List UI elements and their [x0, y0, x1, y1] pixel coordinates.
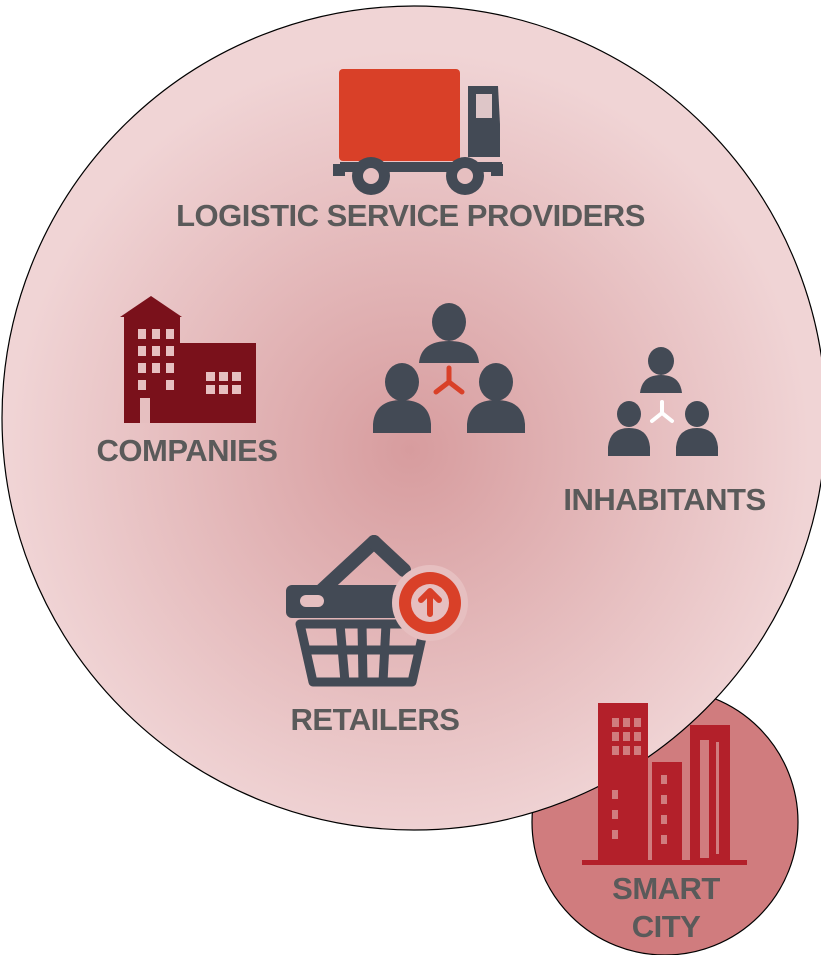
people-network-icon	[608, 347, 718, 456]
shopping-basket-icon	[286, 535, 468, 687]
smart-city-label: SMART CITY	[596, 870, 736, 946]
smart-city-label-line1: SMART	[612, 871, 720, 906]
smart-city-label-line2: CITY	[631, 909, 701, 944]
people-network-icon	[373, 303, 525, 433]
retailers-label: RETAILERS	[290, 702, 460, 737]
inhabitants-label: INHABITANTS	[563, 482, 766, 517]
logistic-service-providers-label: LOGISTIC SERVICE PROVIDERS	[176, 198, 645, 233]
office-building-icon	[120, 296, 256, 423]
city-buildings-icon	[582, 703, 747, 865]
truck-icon	[333, 69, 503, 195]
companies-label: COMPANIES	[96, 433, 278, 468]
